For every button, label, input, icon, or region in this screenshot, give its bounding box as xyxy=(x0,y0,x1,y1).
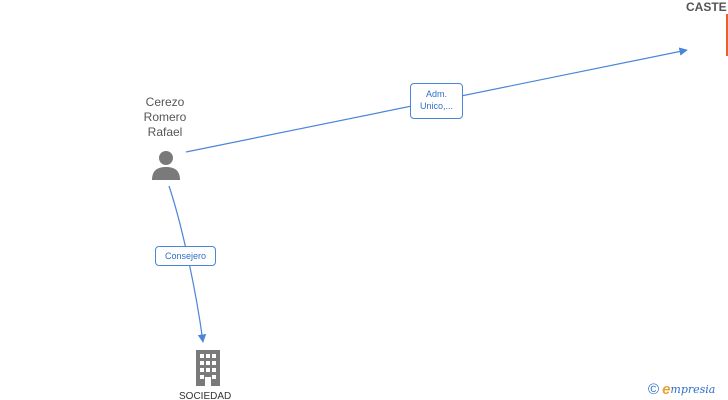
person-name-line: Romero xyxy=(143,110,187,124)
person-name-line: Rafael xyxy=(147,125,183,139)
edge-label-consejero[interactable]: Consejero xyxy=(155,246,216,266)
company-top-marker xyxy=(726,14,728,56)
building-icon[interactable] xyxy=(194,350,222,386)
empresia-logo-mark: e xyxy=(662,380,671,398)
empresia-logo-text: mpresia xyxy=(670,382,716,396)
person-name-line: Cerezo xyxy=(145,95,185,109)
person-name[interactable]: Cerezo Romero Rafael xyxy=(124,95,206,140)
company-name-top[interactable]: CASTE xyxy=(686,0,727,14)
edge-label-adm[interactable]: Adm. Unico,... xyxy=(410,83,463,119)
person-icon[interactable] xyxy=(150,149,182,181)
empresia-watermark: © e mpresia xyxy=(648,379,715,399)
copyright-icon: © xyxy=(648,380,660,398)
edge-label-line: Unico,... xyxy=(419,101,453,111)
company-name-bottom[interactable]: SOCIEDAD xyxy=(179,391,232,400)
edge-label-line: Adm. xyxy=(425,89,447,99)
